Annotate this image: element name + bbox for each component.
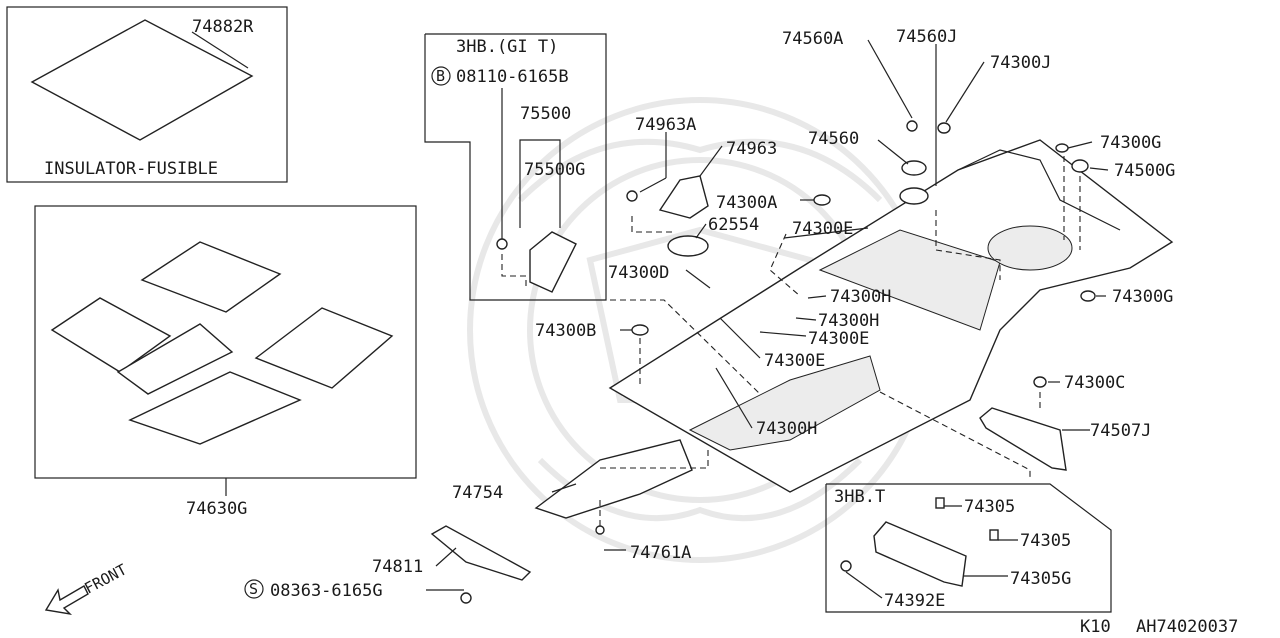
bolt-74761A xyxy=(595,525,605,535)
bolt-part-no: 08110-6165B xyxy=(456,67,569,87)
label-74300E-low: 74300E xyxy=(764,351,825,371)
carpet-box: 74630G xyxy=(34,205,417,519)
heat-insulator-part xyxy=(534,439,693,519)
label-62554: 62554 xyxy=(708,215,759,235)
label-74963: 74963 xyxy=(726,139,777,159)
spare-tire-well xyxy=(987,225,1073,271)
label-74754: 74754 xyxy=(452,483,503,503)
bolt-74963A xyxy=(626,190,638,202)
plug-74300B xyxy=(631,324,649,336)
plug-74300J xyxy=(937,122,951,134)
front-indicator: FRONT xyxy=(44,560,130,616)
floor-tunnel xyxy=(688,355,881,451)
floor-pan xyxy=(608,139,1174,493)
label-74963A: 74963A xyxy=(635,115,696,135)
label-74300D: 74300D xyxy=(608,263,669,283)
plug-74500G xyxy=(1071,159,1089,173)
insulator-part-no: 74882R xyxy=(192,17,254,37)
bracket-part xyxy=(430,525,532,581)
leader-lines xyxy=(426,39,1109,591)
label-74300H-2: 74300H xyxy=(818,311,879,331)
trim-gi-header: 3HB.(GI T) xyxy=(456,37,558,57)
carpet-part-no: 74630G xyxy=(186,499,247,519)
screw-icon xyxy=(460,592,472,604)
label-74300H-1: 74300H xyxy=(830,287,891,307)
insulator-box: 74882R INSULATOR-FUSIBLE xyxy=(6,6,288,183)
trim-gi-frame xyxy=(424,33,607,301)
side-trim-part xyxy=(979,407,1067,471)
carpet-tunnel xyxy=(116,323,234,395)
label-74811: 74811 xyxy=(372,557,423,577)
grommet-74560J xyxy=(899,187,929,205)
footer-code: K10 xyxy=(1080,617,1111,637)
trim-gi-part xyxy=(529,231,577,293)
insulator-frame xyxy=(6,6,288,183)
boot-ring-part xyxy=(667,235,709,257)
label-74300H-3: 74300H xyxy=(756,419,817,439)
screw-symbol-circle xyxy=(244,579,264,599)
carpet-front xyxy=(128,371,302,445)
plug-74300G xyxy=(1080,290,1096,302)
insulator-caption: INSULATOR-FUSIBLE xyxy=(44,159,218,179)
label-74500G: 74500G xyxy=(1114,161,1175,181)
trim-t-part-1: 74305 xyxy=(964,497,1015,517)
label-74560J: 74560J xyxy=(896,27,957,47)
screw-icon-t xyxy=(840,560,852,572)
label-74560: 74560 xyxy=(808,129,859,149)
trim-gi-box: 3HB.(GI T) B 08110-6165B 75500 75500G xyxy=(424,33,607,301)
footer-ref: AH74020037 xyxy=(1136,617,1238,637)
label-screw-no: 08363-6165G xyxy=(270,581,383,601)
label-74300B: 74300B xyxy=(535,321,596,341)
carpet-right xyxy=(254,307,394,389)
carpet-rear xyxy=(140,241,282,313)
label-74300G-1: 74300G xyxy=(1100,133,1161,153)
trim-t-frame xyxy=(825,483,1112,613)
label-74507J: 74507J xyxy=(1090,421,1151,441)
label-74761A: 74761A xyxy=(630,543,691,563)
label-74300G-2: 74300G xyxy=(1112,287,1173,307)
plug-74300A xyxy=(813,194,831,206)
plug-74300G-top xyxy=(1055,143,1069,153)
label-74560A: 74560A xyxy=(782,29,843,49)
insulator-sheet xyxy=(30,19,254,141)
front-arrow-icon xyxy=(44,585,89,616)
bolt-icon xyxy=(496,238,508,250)
label-74300E-top: 74300E xyxy=(792,219,853,239)
screw-symbol: S xyxy=(249,580,258,598)
clip-icon-2 xyxy=(989,529,999,541)
plug-74300C xyxy=(1033,376,1047,388)
grommet-74560 xyxy=(901,160,927,176)
trim-t-part-4: 74392E xyxy=(884,591,945,611)
trim-gi-part-2: 75500G xyxy=(524,160,585,180)
floor-rear-well xyxy=(818,229,1001,331)
label-74300E-mid: 74300E xyxy=(808,329,869,349)
bolt-symbol-circle xyxy=(431,66,451,86)
trim-gi-part-1: 75500 xyxy=(520,104,571,124)
trim-t-part xyxy=(873,521,967,587)
trim-t-part-3: 74305G xyxy=(1010,569,1071,589)
trim-t-header: 3HB.T xyxy=(834,487,885,507)
trim-t-part-2: 74305 xyxy=(1020,531,1071,551)
clip-icon-1 xyxy=(935,497,945,509)
bolt-74560A xyxy=(906,120,918,132)
trim-t-box: 3HB.T 74305 74305 74305G 74392E xyxy=(825,483,1112,613)
label-74300C: 74300C xyxy=(1064,373,1125,393)
carpet-left-rear xyxy=(50,297,172,373)
shift-boot-part xyxy=(658,175,709,219)
front-label: FRONT xyxy=(81,560,129,597)
label-74300A: 74300A xyxy=(716,193,777,213)
bolt-symbol: B xyxy=(436,67,445,85)
label-74300J: 74300J xyxy=(990,53,1051,73)
